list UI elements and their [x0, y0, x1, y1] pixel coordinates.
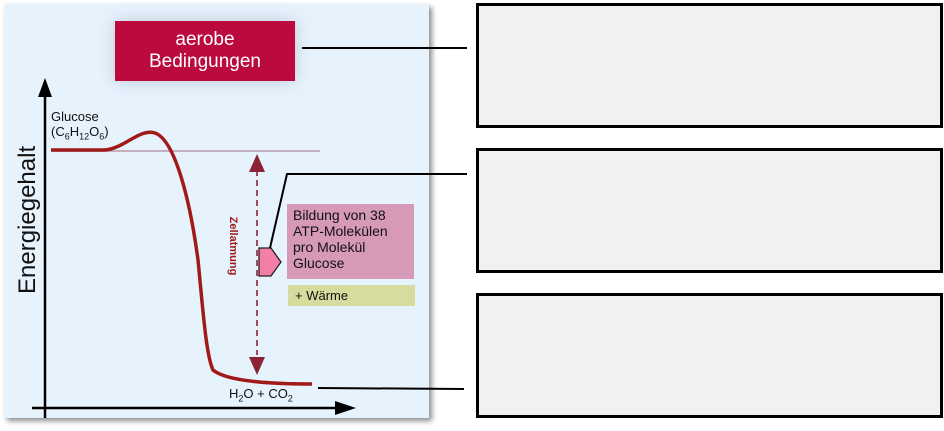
atp-line: Glucose	[293, 255, 345, 271]
arrow-up-head	[249, 154, 265, 172]
answer-box-2[interactable]	[476, 148, 943, 273]
answer-box-1[interactable]	[476, 3, 943, 128]
glucose-label: Glucose (C6H12O6)	[51, 109, 109, 145]
atp-box: Bildung von 38 ATP-Molekülen pro Molekül…	[287, 204, 414, 279]
arrow-down-head	[249, 357, 265, 375]
energy-curve	[51, 130, 313, 386]
title-line-2: Bedingungen	[149, 51, 261, 72]
atp-pointer-icon	[258, 247, 282, 277]
glucose-formula: (C6H12O6)	[51, 124, 109, 142]
answer-box-3[interactable]	[476, 293, 943, 418]
atp-line: ATP-Molekülen	[293, 223, 388, 239]
atp-line: Bildung von 38	[293, 207, 386, 223]
zellatmung-label: Zellatmung	[227, 216, 239, 276]
y-axis-label: Energiegehalt	[14, 145, 41, 294]
aerobe-bedingungen-label: aerobe Bedingungen	[115, 21, 295, 81]
leader-line-3	[317, 387, 465, 390]
products-label: H2O + CO2	[229, 386, 293, 404]
atp-line: pro Molekül	[293, 239, 366, 255]
glucose-name: Glucose	[51, 109, 99, 124]
y-axis-arrowhead	[38, 78, 52, 97]
title-line-1: aerobe	[175, 29, 235, 50]
x-axis-arrowhead	[335, 401, 356, 415]
leader-line-2	[269, 173, 467, 249]
waerme-box: + Wärme	[288, 285, 415, 306]
